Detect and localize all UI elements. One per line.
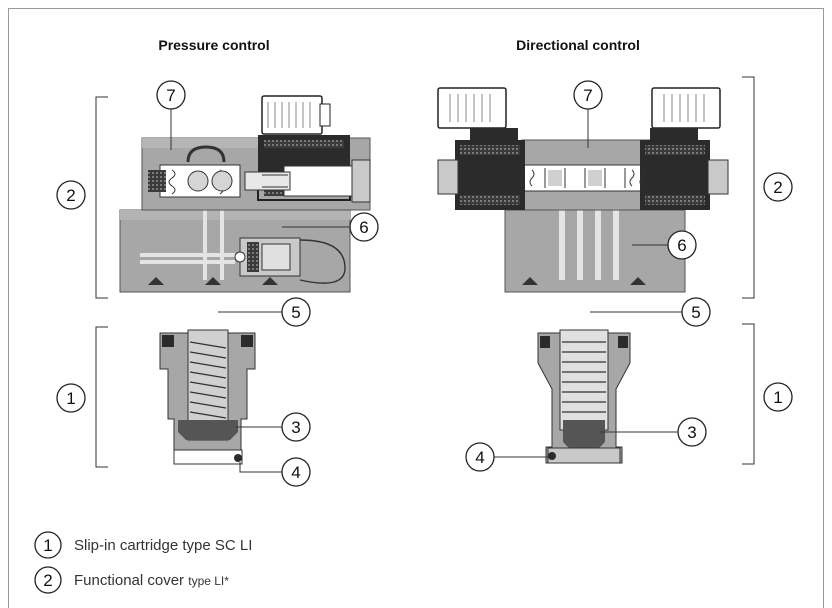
svg-text:6: 6: [359, 218, 368, 237]
callout-1-right: 1: [763, 382, 793, 412]
callout-6-left: 6: [349, 212, 379, 242]
svg-text:3: 3: [291, 418, 300, 437]
right-right-plug: [651, 87, 721, 129]
figure-frame: [8, 8, 824, 608]
svg-text:4: 4: [475, 448, 484, 467]
legend: 1 Slip-in cartridge type SC LI 2 Functio…: [34, 531, 252, 594]
svg-text:6: 6: [677, 236, 686, 255]
directional-control-assembly: [437, 87, 729, 293]
legend-text-2: Functional cover: [74, 572, 188, 589]
left-slip-in-cartridge: [159, 329, 256, 465]
legend-text-1: Slip-in cartridge type SC LI: [74, 537, 252, 554]
legend-num-1: 1: [43, 536, 52, 555]
svg-text:Functional cover type LI*: Functional cover type LI*: [74, 572, 229, 589]
leader-lines: [170, 105, 682, 473]
svg-text:2: 2: [66, 186, 75, 205]
legend-suffix-2: type LI*: [188, 574, 229, 588]
callout-3-right: 3: [677, 417, 707, 447]
svg-text:2: 2: [773, 178, 782, 197]
callout-7-left: 7: [156, 80, 186, 110]
svg-text:7: 7: [166, 86, 175, 105]
callout-7-right: 7: [573, 80, 603, 110]
callout-4-left: 4: [281, 457, 311, 487]
left-plug-connector: [261, 95, 323, 135]
left-lower-block: [119, 209, 351, 293]
callout-5-right: 5: [681, 297, 711, 327]
callout-1-left: 1: [56, 383, 86, 413]
callout-2-left: 2: [56, 180, 86, 210]
callouts: 7 2 6 5 1 3 4 7 2 6 5 1 3 4: [56, 80, 793, 487]
right-slip-in-cartridge: [537, 329, 631, 464]
callout-6-right: 6: [667, 230, 697, 260]
svg-text:1: 1: [773, 388, 782, 407]
brackets: [95, 76, 755, 468]
svg-text:5: 5: [291, 303, 300, 322]
right-left-plug: [437, 87, 507, 129]
bracket-left-cartridge: [95, 326, 108, 468]
bracket-right-cartridge: [742, 323, 755, 465]
title-directional-control: Directional control: [516, 37, 640, 53]
callout-4-right: 4: [465, 442, 495, 472]
title-pressure-control: Pressure control: [158, 37, 269, 53]
svg-text:1: 1: [66, 389, 75, 408]
legend-num-2: 2: [43, 571, 52, 590]
bracket-left-cover: [95, 96, 108, 299]
svg-text:7: 7: [583, 86, 592, 105]
pressure-control-assembly: [119, 95, 371, 293]
svg-text:4: 4: [291, 463, 300, 482]
legend-item-1: 1 Slip-in cartridge type SC LI: [34, 531, 252, 559]
callout-2-right: 2: [763, 172, 793, 202]
callout-3-left: 3: [281, 412, 311, 442]
callout-5-left: 5: [281, 297, 311, 327]
bracket-right-cover: [742, 76, 755, 299]
legend-item-2: 2 Functional cover type LI*: [34, 566, 229, 594]
svg-text:3: 3: [687, 423, 696, 442]
svg-text:5: 5: [691, 303, 700, 322]
